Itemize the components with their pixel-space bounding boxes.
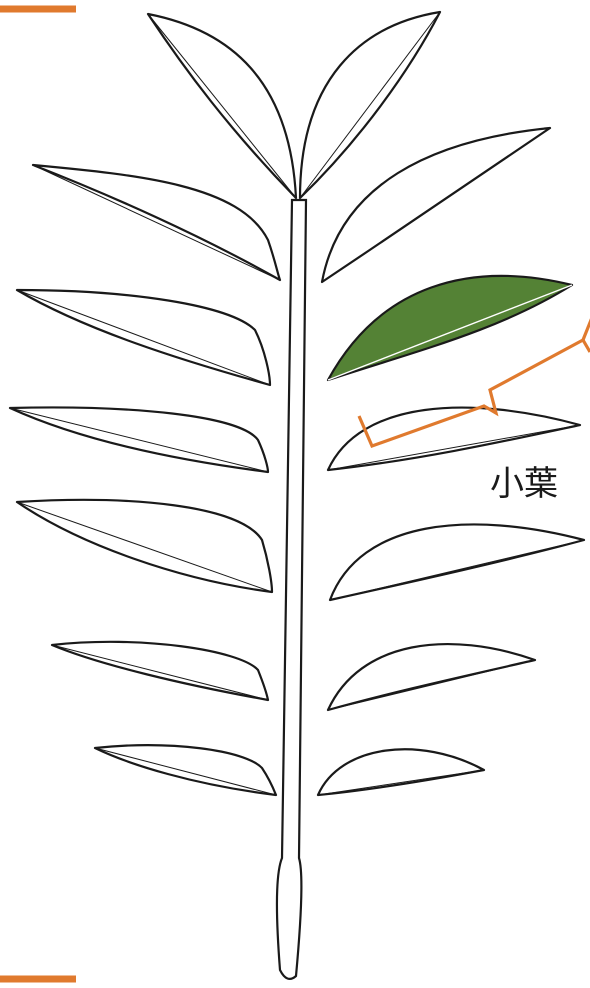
leaflet-left-5 [52, 642, 268, 700]
leaflet-left-4 [17, 500, 272, 592]
leaflet-terminal-left [148, 14, 296, 198]
leaflet-left-1 [33, 165, 280, 280]
leaflet-left-6 [95, 745, 276, 795]
leaflet-left-2 [17, 290, 270, 385]
leaflet-left-3 [10, 407, 268, 472]
leaflet-right-4 [330, 524, 584, 600]
rachis [277, 200, 306, 979]
leaflet-bracket-end [583, 305, 590, 340]
leaflet-right-6 [318, 749, 484, 795]
leaflet-label: 小葉 [490, 464, 558, 504]
leaflet-right-1 [322, 128, 550, 282]
leaflet-right-5 [328, 644, 535, 710]
